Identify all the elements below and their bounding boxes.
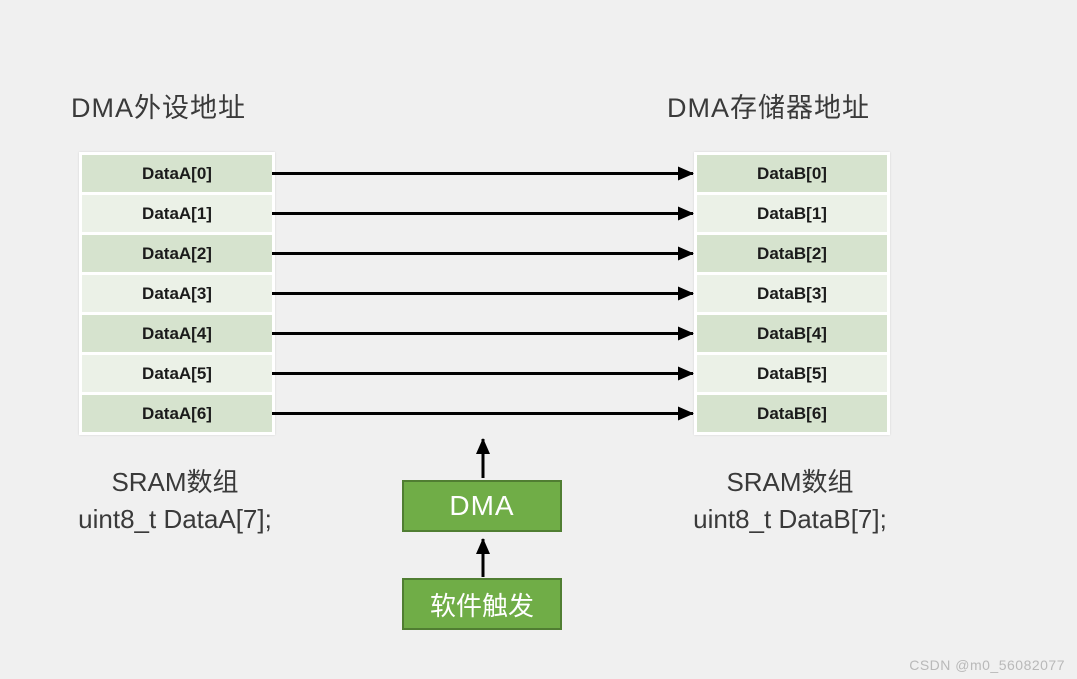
memory-cell-dataA-4: DataA[4]: [82, 315, 272, 352]
memory-cell-dataB-1: DataB[1]: [697, 195, 887, 232]
right-caption: SRAM数组 uint8_t DataB[7];: [640, 464, 940, 538]
memory-cell-dataB-6: DataB[6]: [697, 395, 887, 432]
memory-cell-dataB-5: DataB[5]: [697, 355, 887, 392]
memory-cell-dataB-2: DataB[2]: [697, 235, 887, 272]
dma-box: DMA: [402, 480, 562, 532]
left-caption: SRAM数组 uint8_t DataA[7];: [25, 464, 325, 538]
software-trigger-box: 软件触发: [402, 578, 562, 630]
memory-cell-dataA-6: DataA[6]: [82, 395, 272, 432]
dataB-table: DataB[0] DataB[1] DataB[2] DataB[3] Data…: [694, 152, 890, 435]
memory-cell-dataA-2: DataA[2]: [82, 235, 272, 272]
right-caption-line1: SRAM数组: [726, 467, 854, 497]
memory-cell-dataA-1: DataA[1]: [82, 195, 272, 232]
memory-cell-dataA-0: DataA[0]: [82, 155, 272, 192]
memory-cell-dataB-0: DataB[0]: [697, 155, 887, 192]
memory-cell-dataB-4: DataB[4]: [697, 315, 887, 352]
memory-cell-dataA-5: DataA[5]: [82, 355, 272, 392]
dataA-table: DataA[0] DataA[1] DataA[2] DataA[3] Data…: [79, 152, 275, 435]
csdn-watermark: CSDN @m0_56082077: [909, 657, 1065, 673]
memory-cell-dataB-3: DataB[3]: [697, 275, 887, 312]
right-caption-line2: uint8_t DataB[7];: [693, 504, 887, 534]
left-title: DMA外设地址: [71, 93, 246, 123]
memory-cell-dataA-3: DataA[3]: [82, 275, 272, 312]
left-caption-line2: uint8_t DataA[7];: [78, 504, 272, 534]
left-caption-line1: SRAM数组: [111, 467, 239, 497]
right-title: DMA存储器地址: [667, 93, 870, 123]
